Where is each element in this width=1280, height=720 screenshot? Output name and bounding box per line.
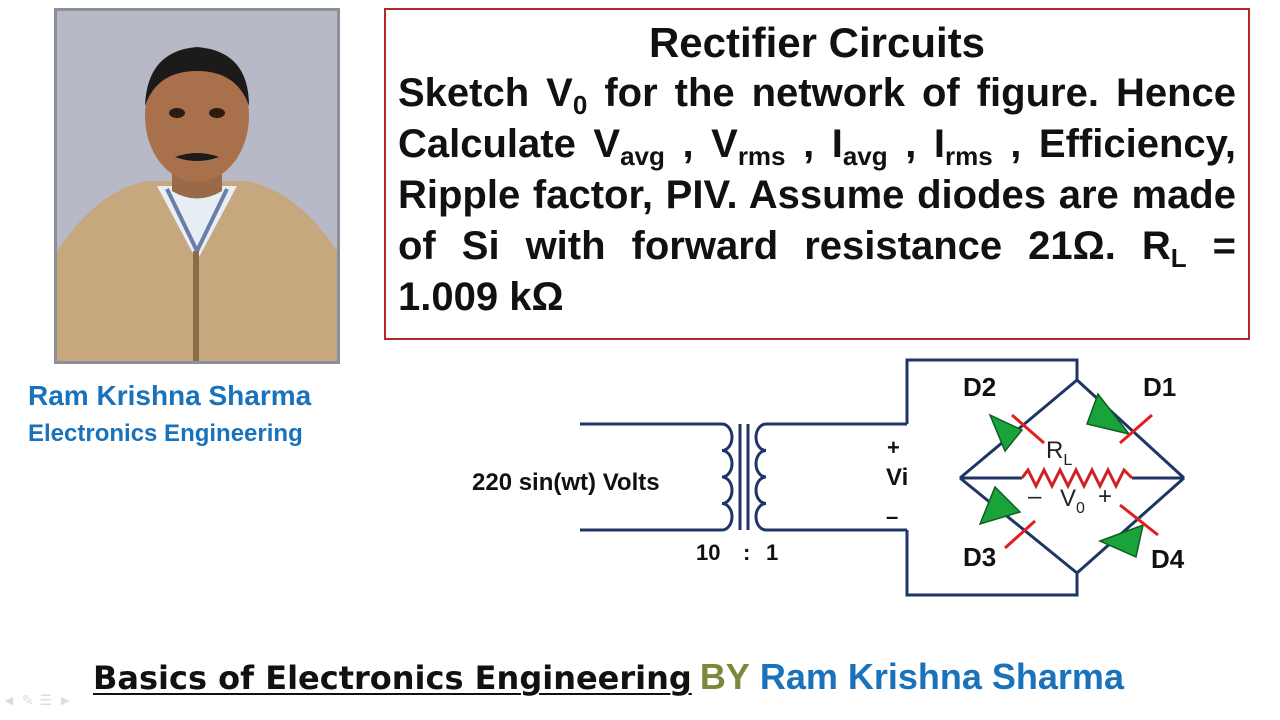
footer-by: BY bbox=[699, 656, 750, 697]
presenter-department: Electronics Engineering bbox=[28, 420, 303, 447]
vi-label: Vi bbox=[886, 464, 908, 491]
subscript: 0 bbox=[572, 90, 588, 120]
footer-author: Ram Krishna Sharma bbox=[759, 656, 1124, 697]
output-label: V0 bbox=[1060, 485, 1085, 517]
presenter-name: Ram Krishna Sharma bbox=[28, 380, 312, 411]
subscript: rms bbox=[737, 141, 786, 171]
source-label: 220 sin(wt) Volts bbox=[472, 469, 660, 496]
diode-d4-symbol bbox=[1098, 503, 1159, 559]
diode-d1-symbol bbox=[1086, 392, 1153, 445]
circuit-wires bbox=[580, 358, 1184, 597]
primary-winding bbox=[721, 422, 734, 532]
diode-d3-symbol bbox=[978, 485, 1037, 550]
back-arrow-icon[interactable]: ◄ bbox=[2, 692, 16, 708]
output-minus: – bbox=[1028, 483, 1042, 510]
ratio-separator: : bbox=[743, 540, 750, 565]
pen-icon[interactable]: ✎ bbox=[21, 692, 34, 708]
ratio-right: 1 bbox=[766, 540, 778, 565]
diode-d1-label: D1 bbox=[1143, 372, 1176, 402]
subscript: rms bbox=[944, 141, 993, 171]
question-title: Rectifier Circuits bbox=[648, 19, 986, 66]
portrait-illustration bbox=[57, 11, 337, 361]
vi-plus: + bbox=[887, 435, 900, 460]
vi-minus: – bbox=[886, 504, 898, 529]
subscript: avg bbox=[842, 141, 888, 171]
subscript: avg bbox=[620, 141, 665, 171]
question-box: Rectifier Circuits Sketch V0 for the net… bbox=[384, 8, 1250, 340]
menu-icon[interactable]: ☰ bbox=[39, 692, 53, 708]
diode-d4-label: D4 bbox=[1151, 544, 1185, 574]
footer-course-title: Basics of Electronics Engineering bbox=[93, 659, 692, 697]
slideshow-controls: ◄ ✎ ☰ ► bbox=[2, 692, 78, 709]
output-plus: + bbox=[1098, 483, 1112, 510]
diode-d3-label: D3 bbox=[963, 542, 996, 572]
presenter-photo bbox=[54, 8, 340, 364]
subscript: L bbox=[1170, 243, 1187, 273]
diode-d2-label: D2 bbox=[963, 372, 996, 402]
forward-arrow-icon[interactable]: ► bbox=[58, 692, 73, 708]
question-body: Sketch V0 for the network of figure. Hen… bbox=[398, 71, 1237, 319]
diode-d2-symbol bbox=[988, 413, 1045, 453]
load-label: RL bbox=[1046, 437, 1072, 469]
secondary-winding bbox=[754, 422, 767, 532]
ratio-left: 10 bbox=[696, 540, 720, 565]
load-resistor bbox=[1020, 466, 1134, 490]
